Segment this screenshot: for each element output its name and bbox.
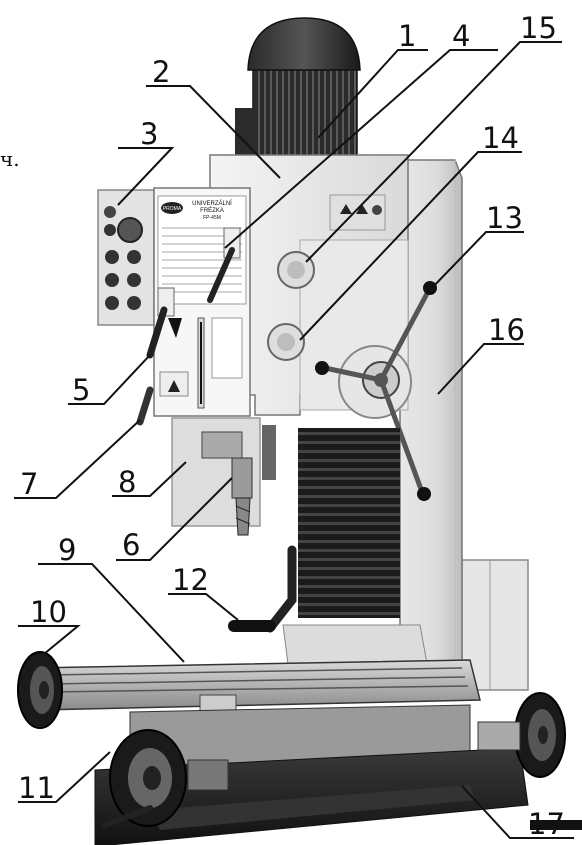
table-handwheel-left [17, 651, 63, 729]
bellows [298, 428, 400, 618]
callout-16: 16 [488, 313, 525, 347]
levers [136, 227, 241, 426]
column [399, 159, 463, 691]
leader-9 [38, 563, 185, 663]
leader-15 [305, 41, 562, 263]
plate-brand: PROMA [163, 206, 182, 212]
plate-title-line1: UNIVERZÁLNÍ [192, 200, 232, 207]
leader-17 [461, 785, 574, 839]
control-panel [97, 189, 155, 326]
callout-10: 10 [30, 595, 67, 629]
table-handwheel-right [477, 692, 566, 778]
leader-2 [146, 85, 281, 179]
callout-13: 13 [486, 201, 523, 235]
speed-knobs [267, 251, 315, 361]
callout-12: 12 [172, 563, 209, 597]
spindle-guard [171, 417, 276, 536]
stray-text: ч. [0, 147, 20, 171]
leader-10 [18, 625, 81, 655]
callout-11: 11 [18, 771, 55, 805]
plate-title-line2: FRÉZKA [200, 207, 224, 214]
callout-5: 5 [72, 373, 90, 407]
leader-6 [116, 477, 233, 561]
leader-11 [18, 751, 111, 803]
head-feed-handwheel [315, 281, 437, 501]
machine-illustration: PROMA UNIVERZÁLNÍ FRÉZKA FP-45M [17, 17, 582, 845]
motor [235, 17, 361, 159]
leader-14 [299, 151, 522, 341]
callout-17: 17 [528, 807, 565, 841]
leader-16 [437, 343, 524, 395]
callout-9: 9 [58, 533, 76, 567]
z-axis-crank [228, 545, 297, 633]
callout-2: 2 [152, 55, 170, 89]
callout-6: 6 [122, 528, 140, 562]
leader-13 [427, 231, 524, 293]
leader-1 [317, 49, 428, 139]
callout-4: 4 [452, 19, 470, 53]
leader-8 [112, 461, 187, 497]
leader-3 [117, 147, 175, 206]
callout-15: 15 [520, 11, 557, 45]
plate-model: FP-45M [203, 215, 221, 221]
callout-7: 7 [20, 467, 38, 501]
leader-5 [68, 354, 151, 405]
leader-12 [168, 593, 239, 621]
leader-4 [224, 49, 498, 249]
cross-feed-handwheel [102, 729, 229, 828]
callout-3: 3 [140, 117, 158, 151]
callout-1: 1 [398, 19, 416, 53]
leader-lines [14, 41, 574, 839]
callout-numbers: 1 2 3 4 5 6 7 8 9 10 11 12 13 14 15 16 1… [18, 11, 565, 841]
callout-14: 14 [482, 121, 519, 155]
callout-8: 8 [118, 465, 136, 499]
leader-7 [14, 419, 141, 499]
side-guard-box [461, 559, 529, 691]
